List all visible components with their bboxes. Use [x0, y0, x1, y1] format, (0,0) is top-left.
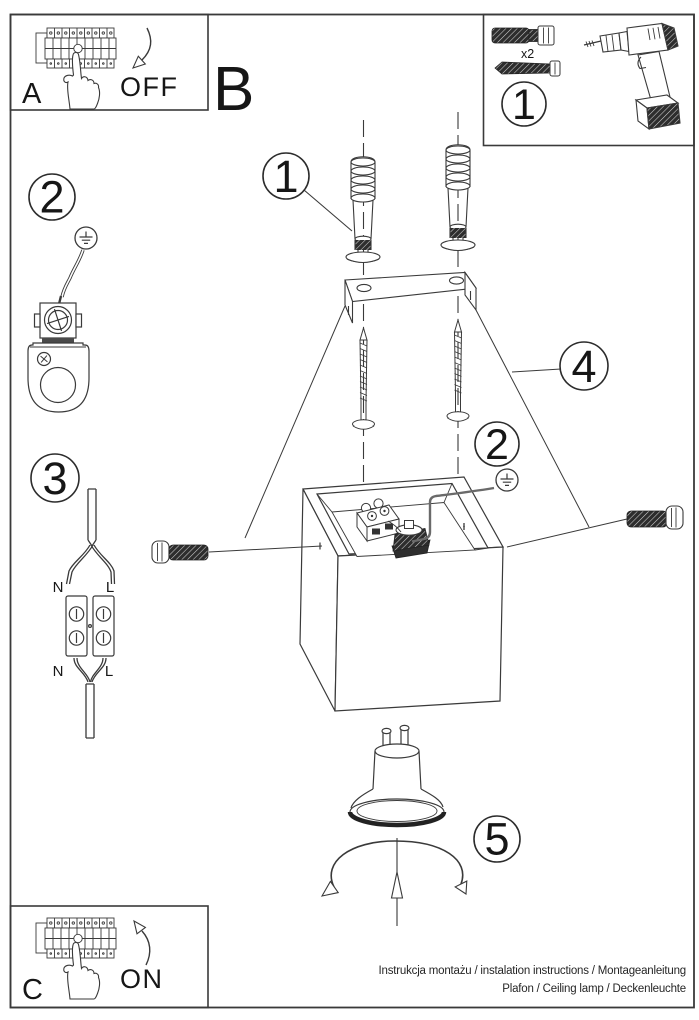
on-label: ON: [120, 964, 164, 994]
panel-c-letter: C: [22, 974, 43, 1006]
svg-text:4: 4: [571, 341, 596, 392]
earth-ground-icon-lamp: [495, 468, 519, 492]
footer-line-2: Plafon / Ceiling lamp / Deckenleuchte: [502, 983, 686, 995]
page-border: [9, 13, 695, 1009]
callout-5: 5: [473, 814, 521, 865]
on-arrow-icon: [133, 919, 151, 966]
wire-label-n-top: N: [53, 579, 64, 596]
terminal-block-inside: [356, 498, 400, 543]
gu10-socket: [387, 520, 431, 559]
mains-cable-top: [65, 488, 116, 585]
panel-c-box: C ON: [9, 905, 209, 1009]
ground-wire-lamp: [411, 486, 495, 543]
callout-2-left: 2: [28, 172, 76, 223]
svg-text:1: 1: [273, 151, 298, 202]
svg-text:1: 1: [512, 81, 536, 129]
wire-label-l-top: L: [106, 579, 114, 596]
kit-qty-label: x2: [521, 47, 534, 61]
callout-3: 3: [30, 453, 80, 504]
panel-a-letter: A: [22, 78, 42, 110]
svg-text:3: 3: [42, 453, 67, 504]
rotation-arrows-icon: [320, 840, 468, 897]
svg-text:2: 2: [485, 421, 509, 469]
kit-screw-icon: [494, 60, 561, 77]
lamp-body: [299, 476, 504, 712]
wall-anchor-left: [345, 156, 381, 264]
kit-box: x2 1: [482, 13, 695, 147]
callout-1: 1: [262, 151, 353, 232]
wire-label-l-bottom: L: [105, 663, 113, 680]
off-arrow-icon: [131, 27, 152, 69]
callout-2-lamp: 2: [474, 421, 520, 469]
mains-cable-bottom: [73, 657, 107, 739]
terminal-block-icon: [65, 595, 115, 657]
ground-wire-left-core: [61, 249, 84, 298]
side-screw-left: [151, 540, 323, 564]
side-screw-right: [506, 505, 684, 548]
section-b-letter: B: [213, 55, 254, 124]
callout-4: 4: [511, 341, 609, 392]
footer-line-1: Instrukcja montażu / instalation instruc…: [379, 965, 686, 977]
gu10-bulb-icon: [347, 724, 447, 828]
kit-step-badge: 1: [501, 81, 547, 129]
svg-text:2: 2: [39, 172, 64, 223]
panel-a-box: A OFF: [9, 13, 209, 111]
wire-label-n-bottom: N: [53, 663, 64, 680]
kit-anchor-icon: [491, 25, 555, 46]
earth-ground-icon-left: [74, 226, 98, 250]
off-label: OFF: [120, 72, 179, 102]
projection-lines: [244, 305, 590, 539]
ceiling-mount-icon: [27, 302, 90, 413]
svg-text:5: 5: [484, 814, 509, 865]
insert-arrow-icon: [390, 838, 404, 926]
mounting-bracket: [344, 270, 477, 324]
drill-icon: [583, 22, 681, 131]
